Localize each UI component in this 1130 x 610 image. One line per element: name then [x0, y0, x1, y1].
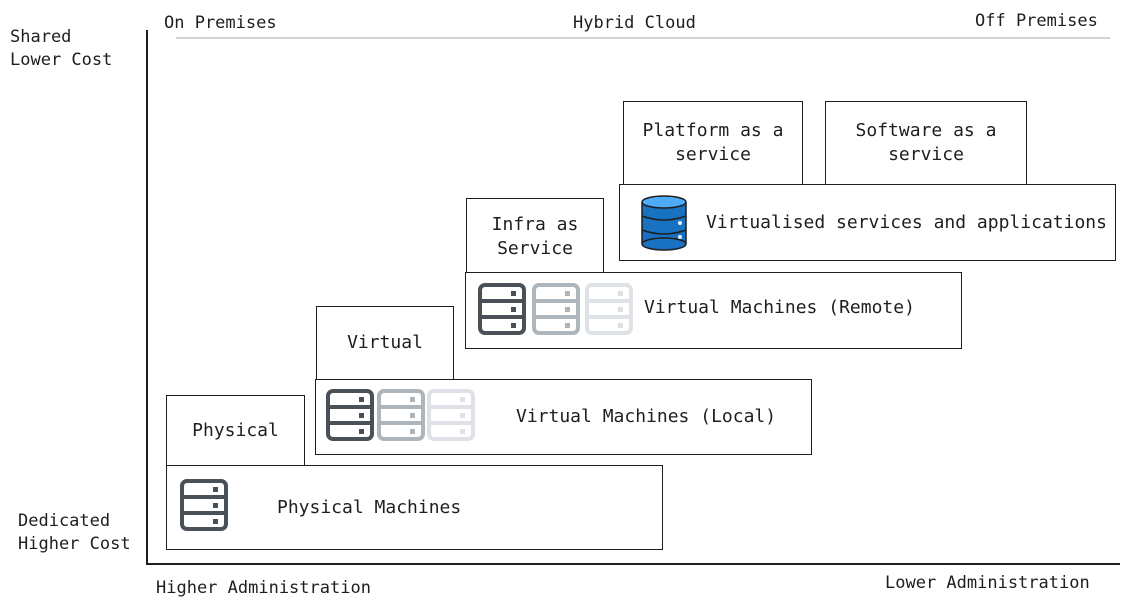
row-vm-remote-label: Virtual Machines (Remote) [644, 297, 915, 318]
server-icon [180, 479, 228, 531]
row-physical-machines-label: Physical Machines [277, 497, 462, 518]
tier-saas-label: Software as a service [855, 120, 997, 165]
x-axis-left-label: Higher Administration [156, 578, 371, 598]
header-divider [176, 37, 1110, 39]
database-icon [641, 195, 687, 251]
tier-paas-box: Platform as a service [623, 101, 803, 185]
row-vm-remote: Virtual Machines (Remote) [465, 272, 962, 349]
header-off-premises: Off Premises [975, 11, 1098, 31]
tier-virtual-label: Virtual [347, 332, 423, 353]
server-icon [377, 389, 425, 441]
tier-iaas-box: Infra as Service [466, 198, 604, 273]
tier-virtual-box: Virtual [316, 306, 454, 380]
row-vm-local-label: Virtual Machines (Local) [516, 406, 777, 427]
header-on-premises: On Premises [164, 13, 277, 33]
server-icon [427, 389, 475, 441]
tier-iaas-label: Infra as Service [491, 214, 579, 259]
x-axis-line [146, 563, 1120, 565]
y-axis-bottom-label: Dedicated Higher Cost [18, 511, 131, 554]
x-axis-right-label: Lower Administration [885, 573, 1090, 593]
server-icon [326, 389, 374, 441]
server-icon [585, 283, 633, 335]
row-virtualised-services: Virtualised services and applications [619, 184, 1116, 261]
tier-paas-label: Platform as a service [642, 120, 784, 165]
row-physical-machines: Physical Machines [166, 465, 663, 550]
row-vm-local: Virtual Machines (Local) [315, 379, 812, 455]
y-axis-top-label: Shared Lower Cost [10, 27, 113, 70]
y-axis-line [146, 30, 148, 565]
server-icon [532, 283, 580, 335]
tier-saas-box: Software as a service [825, 101, 1027, 185]
row-virtualised-services-label: Virtualised services and applications [706, 212, 1107, 233]
tier-physical-box: Physical [166, 395, 305, 466]
header-hybrid-cloud: Hybrid Cloud [573, 13, 696, 33]
tier-physical-label: Physical [192, 420, 279, 441]
server-icon [478, 283, 526, 335]
